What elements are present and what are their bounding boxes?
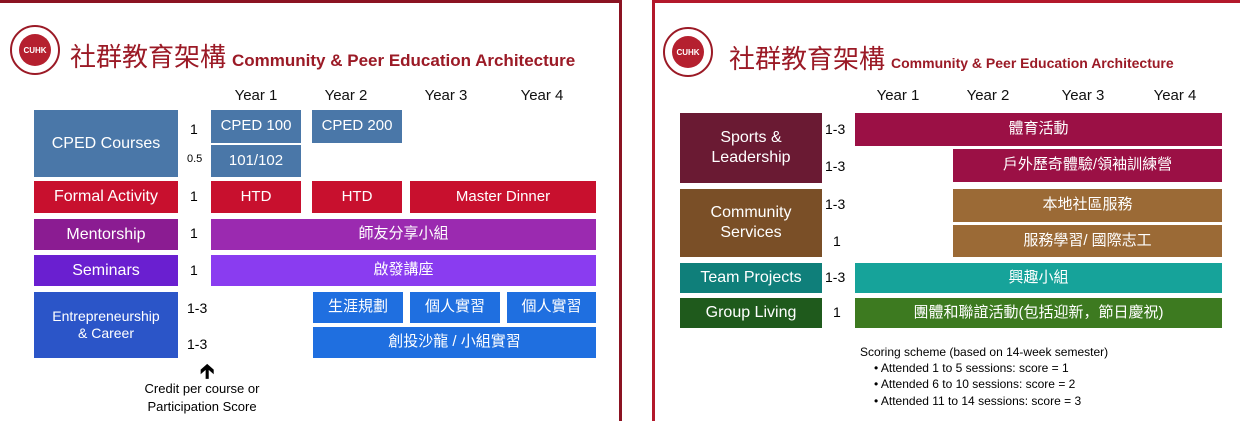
label-entrepreneurship: Entrepreneurship [52, 307, 160, 324]
label-services: Services [720, 224, 782, 241]
cell-cped-100: CPED 100 [211, 110, 301, 143]
cell-101-102: 101/102 [211, 145, 301, 177]
credit-venture-salon: 1-3 [187, 336, 208, 352]
row-label-mentorship: Mentorship [34, 219, 178, 250]
row-label-formal-activity: Formal Activity [34, 181, 178, 213]
credit-mentorship: 1 [190, 225, 198, 241]
row-label-community-services: Community Services [680, 189, 822, 257]
left-slide: CUHK 社群教育架構 Community & Peer Education Ar… [0, 0, 622, 421]
credit-cped-101: 0.5 [187, 153, 203, 165]
credit-formal-activity: 1 [190, 188, 198, 204]
cell-htd-year2: HTD [312, 181, 402, 213]
credit-community: 1-3 [825, 196, 846, 212]
year-2-header: Year 2 [324, 87, 368, 104]
credit-outdoor: 1-3 [825, 158, 846, 174]
cell-sports-activities: 體育活動 [855, 113, 1222, 146]
year-1-header: Year 1 [234, 87, 278, 104]
scoring-item: • Attended 1 to 5 sessions: score = 1 [874, 361, 1069, 376]
year-3-header: Year 3 [424, 87, 468, 104]
title-zh-right: 社群教育架構 [729, 45, 886, 75]
row-label-team-projects: Team Projects [680, 263, 822, 293]
cell-internship-year3: 個人實習 [410, 292, 500, 323]
scoring-scheme: Scoring scheme (based on 14-week semeste… [860, 344, 1108, 409]
credit-note-line1: Credit per course or [144, 381, 260, 396]
credit-note: Credit per course or Participation Score [140, 380, 264, 415]
scoring-item: • Attended 11 to 14 sessions: score = 3 [874, 393, 1082, 408]
row-label-sports-leadership: Sports & Leadership [680, 113, 822, 183]
credit-cped-100: 1 [190, 121, 198, 137]
cell-outdoor-leadership-camp: 戶外歷奇體驗/領袖訓練營 [953, 149, 1222, 182]
label-sports: Sports & [720, 129, 782, 146]
row-label-entrepreneurship-career: Entrepreneurship & Career [34, 292, 178, 358]
row-label-cped-courses: CPED Courses [34, 110, 178, 177]
credit-seminars: 1 [190, 262, 198, 278]
title-en: Community & Peer Education Architecture [232, 51, 576, 70]
year-1-header-right: Year 1 [876, 87, 920, 104]
right-slide: CUHK 社群教育架構 Community & Peer Education Ar… [652, 0, 1240, 421]
title-en-right: Community & Peer Education Architecture [891, 55, 1174, 71]
row-label-group-living: Group Living [680, 298, 822, 328]
label-community: Community [710, 204, 792, 221]
credit-group-living: 1 [833, 304, 841, 320]
cell-service-learning: 服務學習/ 國際志工 [953, 225, 1222, 257]
up-arrow-icon: 🡱 [200, 361, 215, 383]
cell-internship-year4: 個人實習 [507, 292, 596, 323]
cell-mentorship-group: 師友分享小組 [211, 219, 596, 250]
cell-venture-salon: 創投沙龍 / 小組實習 [313, 327, 596, 358]
credit-service-learning: 1 [833, 233, 841, 249]
credit-sports: 1-3 [825, 121, 846, 137]
page-title: 社群教育架構 Community & Peer Education Archite… [70, 37, 575, 74]
year-2-header-right: Year 2 [966, 87, 1010, 104]
label-career: & Career [77, 325, 135, 341]
cell-local-community-service: 本地社區服務 [953, 189, 1222, 222]
cell-cped-200: CPED 200 [312, 110, 402, 143]
page-title-right: 社群教育架構 Community & Peer Education Archite… [729, 39, 1174, 76]
year-4-header-right: Year 4 [1153, 87, 1197, 104]
cell-interest-groups: 興趣小組 [855, 263, 1222, 293]
row-label-seminars: Seminars [34, 255, 178, 286]
credit-career-planning: 1-3 [187, 300, 208, 316]
scoring-title: Scoring scheme (based on 14-week semeste… [860, 345, 1109, 359]
cell-career-planning: 生涯規劃 [313, 292, 403, 323]
year-3-header-right: Year 3 [1061, 87, 1105, 104]
cell-htd-year1: HTD [211, 181, 301, 213]
scoring-item: • Attended 6 to 10 sessions: score = 2 [874, 377, 1076, 392]
label-leadership: Leadership [711, 149, 791, 166]
credit-note-line2: Participation Score [147, 398, 257, 414]
university-logo-right: CUHK [663, 27, 713, 77]
title-zh: 社群教育架構 [70, 43, 227, 73]
university-logo: CUHK [10, 25, 60, 75]
cell-inspiration-talks: 啟發講座 [211, 255, 596, 286]
cell-group-social-activities: 團體和聯誼活動(包括迎新，節日慶祝) [855, 298, 1222, 328]
credit-team-projects: 1-3 [825, 269, 846, 285]
cell-master-dinner: Master Dinner [410, 181, 596, 213]
year-4-header: Year 4 [520, 87, 564, 104]
